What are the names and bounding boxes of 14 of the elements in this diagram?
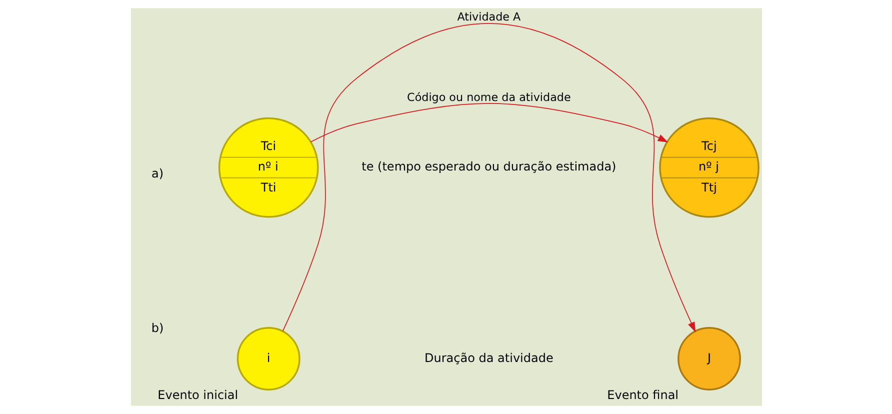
arrow [282, 23, 696, 332]
edge-label: Atividade A [456, 10, 520, 24]
node-circle: Tcj nº j Ttj [658, 117, 759, 218]
node-circle: Tci nº i Tti [218, 117, 318, 218]
label: Duração da atividade [424, 350, 553, 365]
node-label: Evento final [606, 388, 678, 402]
node-circle: J [677, 327, 740, 390]
node-circle: i [236, 327, 300, 390]
label: te (tempo esperado ou duração estimada) [361, 160, 616, 174]
node-label: Evento inicial [157, 388, 238, 402]
edge-label: Código ou nome da atividade [406, 91, 570, 104]
arrow [310, 103, 668, 142]
label: a) [151, 166, 164, 181]
label: b) [150, 320, 164, 335]
